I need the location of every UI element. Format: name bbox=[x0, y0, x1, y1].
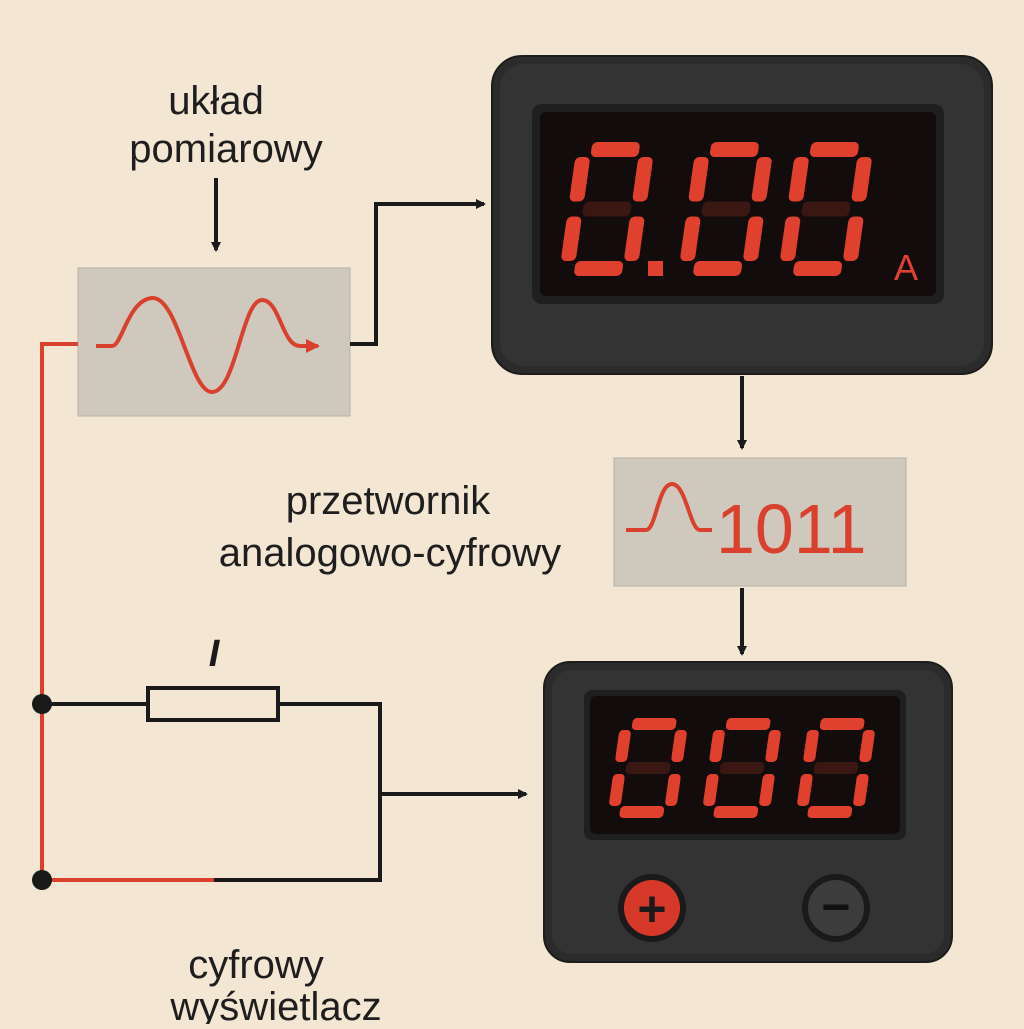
adc-block: 1011 bbox=[613, 457, 907, 587]
negative-terminal[interactable]: − bbox=[802, 874, 870, 942]
segment-g bbox=[625, 762, 671, 774]
segment-c bbox=[853, 774, 869, 806]
segment-d bbox=[574, 261, 624, 276]
minus-icon: − bbox=[821, 879, 850, 935]
segment-a bbox=[809, 142, 859, 157]
segment-c bbox=[759, 774, 775, 806]
segment-a bbox=[819, 718, 865, 730]
segment-d bbox=[807, 806, 853, 818]
segment-c bbox=[843, 216, 864, 261]
seven-segment-digit bbox=[780, 142, 872, 276]
segment-f bbox=[688, 157, 709, 202]
plus-icon: + bbox=[637, 881, 666, 937]
segment-g bbox=[701, 201, 751, 217]
seven-segment-digit bbox=[609, 718, 687, 818]
signal-wire-to-ammeter bbox=[350, 199, 486, 346]
return-wire bbox=[214, 702, 382, 882]
segment-f bbox=[709, 730, 725, 762]
measuring-circuit-block bbox=[77, 267, 351, 417]
ammeter-panel: A bbox=[491, 55, 993, 375]
segment-g bbox=[801, 201, 851, 217]
ammeter-unit: A bbox=[894, 247, 918, 288]
measuring-circuit-label-line2: pomiarowy bbox=[129, 127, 322, 171]
segment-a bbox=[631, 718, 677, 730]
decimal-point bbox=[648, 261, 663, 276]
segment-e bbox=[680, 216, 701, 261]
red-supply-wire bbox=[40, 342, 214, 882]
segment-c bbox=[624, 216, 645, 261]
segment-f bbox=[569, 157, 590, 202]
digital-display-panel: + − bbox=[543, 661, 953, 963]
display-label-line2: wyświetlacz bbox=[169, 985, 381, 1024]
segment-a bbox=[590, 142, 640, 157]
segment-a bbox=[725, 718, 771, 730]
segment-b bbox=[671, 730, 687, 762]
segment-d bbox=[619, 806, 665, 818]
seven-segment-digit bbox=[703, 718, 781, 818]
segment-e bbox=[609, 774, 625, 806]
segment-f bbox=[615, 730, 631, 762]
segment-a bbox=[709, 142, 759, 157]
segment-d bbox=[693, 261, 743, 276]
segment-e bbox=[797, 774, 813, 806]
segment-b bbox=[765, 730, 781, 762]
segment-c bbox=[665, 774, 681, 806]
segment-e bbox=[561, 216, 582, 261]
segment-f bbox=[788, 157, 809, 202]
segment-g bbox=[813, 762, 859, 774]
display-label-line1: cyfrowy bbox=[188, 943, 324, 987]
segment-c bbox=[743, 216, 764, 261]
junction-node-bottom bbox=[32, 870, 52, 890]
sine-wave-icon bbox=[96, 295, 320, 395]
segment-b bbox=[851, 157, 872, 202]
segment-d bbox=[713, 806, 759, 818]
positive-terminal[interactable]: + bbox=[618, 874, 686, 942]
resistor-symbol bbox=[146, 686, 280, 722]
pulse-icon bbox=[626, 481, 712, 532]
segment-g bbox=[719, 762, 765, 774]
seven-segment-digit bbox=[680, 142, 772, 276]
segment-e bbox=[703, 774, 719, 806]
display-reading bbox=[609, 718, 875, 818]
adc-code: 1011 bbox=[716, 490, 867, 568]
current-symbol: I bbox=[209, 633, 221, 675]
seven-segment-digit bbox=[797, 718, 875, 818]
segment-b bbox=[751, 157, 772, 202]
adc-label-line1: przetwornik bbox=[286, 479, 492, 523]
segment-d bbox=[793, 261, 843, 276]
segment-b bbox=[859, 730, 875, 762]
ammeter-reading bbox=[561, 142, 872, 276]
adc-label-line2: analogowo-cyfrowy bbox=[219, 531, 561, 575]
measuring-circuit-label-line1: układ bbox=[168, 79, 264, 123]
circuit: I bbox=[32, 342, 528, 890]
junction-node-top bbox=[32, 694, 52, 714]
segment-b bbox=[632, 157, 653, 202]
seven-segment-digit bbox=[561, 142, 653, 276]
segment-e bbox=[780, 216, 801, 261]
segment-f bbox=[803, 730, 819, 762]
segment-g bbox=[582, 201, 632, 217]
